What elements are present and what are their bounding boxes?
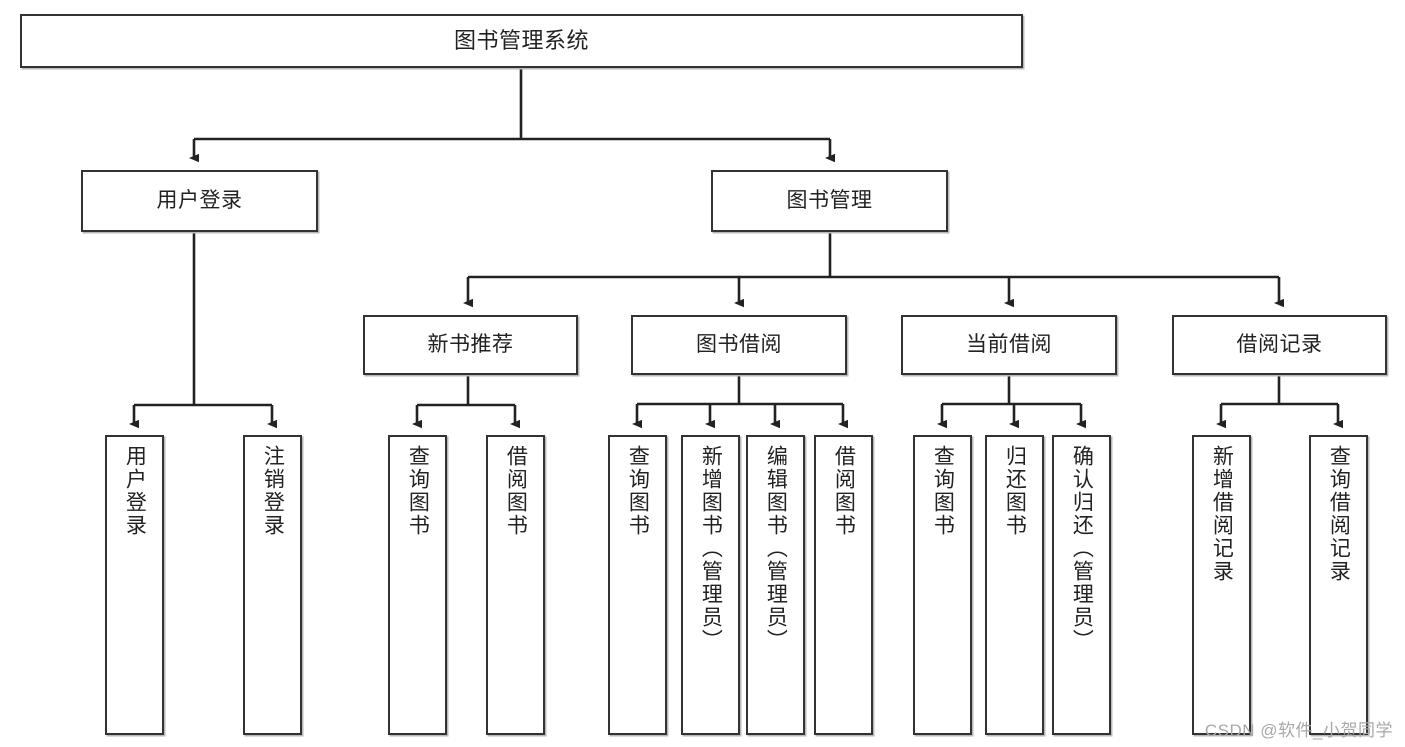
node-new-book-recommend[interactable]: 新书推荐 (363, 315, 578, 375)
leaf-add-book-admin-label: 新增图书（管理员） (699, 445, 723, 652)
leaf-logout-label: 注销登录 (261, 445, 285, 537)
node-book-borrow-label: 图书借阅 (696, 333, 782, 357)
leaf-query-borrow-record[interactable]: 查询借阅记录 (1309, 435, 1368, 735)
leaf-confirm-return-admin-label: 确认归还（管理员） (1070, 445, 1094, 652)
leaf-borrow-book-label: 借阅图书 (832, 445, 856, 537)
node-user-login[interactable]: 用户登录 (81, 170, 318, 232)
leaf-query-book-newbook-label: 查询图书 (406, 445, 430, 537)
leaf-confirm-return-admin[interactable]: 确认归还（管理员） (1052, 435, 1111, 735)
node-borrow-record-label: 借阅记录 (1236, 333, 1323, 357)
node-current-borrow-label: 当前借阅 (966, 333, 1052, 357)
leaf-add-borrow-record-label: 新增借阅记录 (1210, 445, 1234, 583)
node-user-login-label: 用户登录 (156, 189, 243, 213)
node-book-management-label: 图书管理 (786, 189, 873, 213)
leaf-logout[interactable]: 注销登录 (243, 435, 302, 735)
leaf-query-book-current-label: 查询图书 (931, 445, 955, 537)
leaf-borrow-book[interactable]: 借阅图书 (814, 435, 873, 735)
leaf-borrow-book-newbook-label: 借阅图书 (504, 445, 528, 537)
node-book-borrow[interactable]: 图书借阅 (631, 315, 847, 375)
csdn-watermark: CSDN @软件_小贺同学 (1204, 721, 1393, 740)
node-borrow-record[interactable]: 借阅记录 (1172, 315, 1387, 375)
leaf-query-book-borrow[interactable]: 查询图书 (608, 435, 667, 735)
leaf-query-borrow-record-label: 查询借阅记录 (1327, 445, 1351, 583)
node-root[interactable]: 图书管理系统 (20, 14, 1023, 68)
leaf-add-borrow-record[interactable]: 新增借阅记录 (1192, 435, 1251, 735)
leaf-edit-book-admin[interactable]: 编辑图书（管理员） (746, 435, 805, 735)
node-book-management[interactable]: 图书管理 (711, 170, 948, 232)
leaf-return-book[interactable]: 归还图书 (985, 435, 1044, 735)
node-new-book-recommend-label: 新书推荐 (427, 333, 514, 357)
leaf-query-book-borrow-label: 查询图书 (626, 445, 650, 537)
leaf-add-book-admin[interactable]: 新增图书（管理员） (681, 435, 740, 735)
leaf-borrow-book-newbook[interactable]: 借阅图书 (486, 435, 545, 735)
leaf-query-book-current[interactable]: 查询图书 (913, 435, 972, 735)
leaf-return-book-label: 归还图书 (1003, 445, 1027, 537)
node-current-borrow[interactable]: 当前借阅 (901, 315, 1117, 375)
leaf-edit-book-admin-label: 编辑图书（管理员） (764, 445, 788, 652)
node-root-label: 图书管理系统 (453, 27, 589, 53)
leaf-user-login-label: 用户登录 (123, 445, 147, 537)
leaf-user-login[interactable]: 用户登录 (105, 435, 164, 735)
leaf-query-book-newbook[interactable]: 查询图书 (388, 435, 447, 735)
